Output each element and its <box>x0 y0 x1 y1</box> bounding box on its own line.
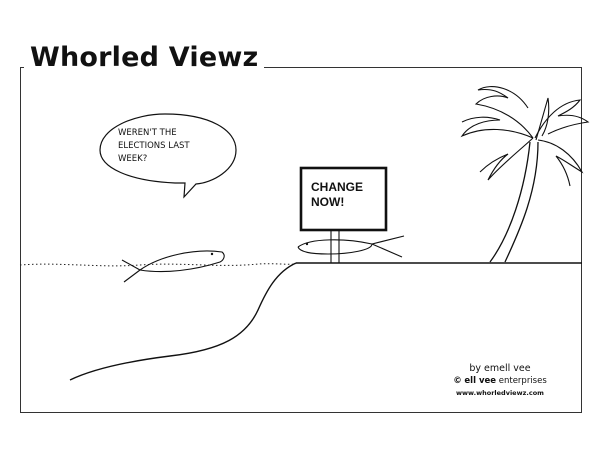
comic-title: Whorled Viewz <box>24 38 265 78</box>
credits: by emell vee © ell vee enterprises www.w… <box>430 362 570 398</box>
company-name: ell vee <box>464 376 497 386</box>
website-link: www.whorledviewz.com <box>456 389 544 397</box>
speech-bubble-text: WEREN'T THE ELECTIONS LAST WEEK? <box>118 127 238 166</box>
water-surface-line <box>19 263 297 267</box>
credit-author: by emell vee <box>469 363 531 374</box>
sign-text: CHANGE NOW! <box>311 180 375 210</box>
speech-line-3: WEEK? <box>118 154 148 164</box>
speech-line-1: WEREN'T THE <box>118 128 177 138</box>
company-suffix: enterprises <box>498 376 547 386</box>
copyright-mark: © <box>453 376 462 386</box>
panel-frame <box>20 67 582 413</box>
speech-bubble <box>99 113 237 199</box>
protest-sign <box>299 166 388 263</box>
credit-company: © ell vee enterprises <box>430 375 570 388</box>
speech-line-2: ELECTIONS LAST <box>118 141 190 151</box>
stranded-fish <box>297 235 405 258</box>
swimming-fish <box>121 250 225 283</box>
sign-line-2: NOW! <box>311 195 345 209</box>
palm-tree <box>460 86 590 263</box>
shoreline-slope <box>69 262 297 381</box>
sign-line-1: CHANGE <box>311 180 364 194</box>
